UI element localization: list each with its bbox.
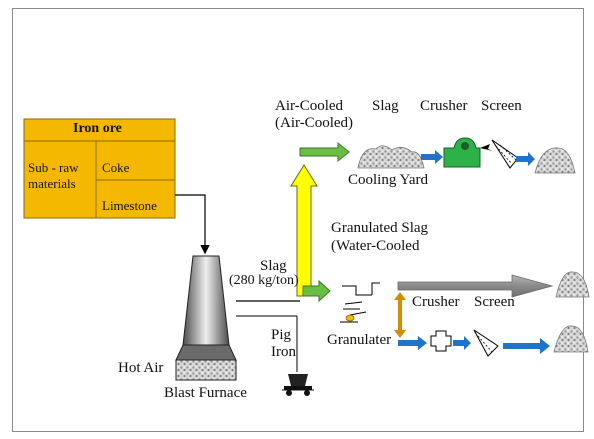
slag-rate-label: (280 kg/ton) [229, 273, 299, 288]
materials-label: materials [28, 176, 76, 191]
green-arrow-granulated [302, 279, 331, 303]
screen-icon [473, 329, 499, 357]
crusher-icon [430, 330, 452, 352]
crusher-icon [443, 137, 481, 168]
product-pile-icon [553, 325, 589, 353]
iron-label: Iron [271, 344, 296, 360]
water-cooled-label: (Water-Cooled [331, 238, 420, 254]
feed-connector [175, 194, 210, 255]
blue-arrow-3 [398, 336, 427, 350]
air-cooled-paren-label: (Air-Cooled) [275, 115, 354, 131]
blue-arrow-4 [453, 336, 471, 350]
crusher-bottom-label: Crusher [412, 294, 460, 310]
product-pile-icon [555, 271, 590, 298]
blast-furnace-icon [175, 255, 237, 381]
sub-raw-label: Sub - raw [28, 160, 79, 175]
screen-icon [491, 139, 519, 169]
cooling-yard-label: Cooling Yard [348, 172, 429, 188]
crusher-top-label: Crusher [420, 98, 468, 114]
hot-air-label: Hot Air [118, 360, 164, 376]
grey-arrow [397, 274, 554, 298]
orange-double-arrow [394, 292, 406, 338]
ladle-car-icon [282, 374, 314, 396]
slag-label: Slag [260, 258, 287, 274]
slag-top-label: Slag [372, 98, 399, 114]
blue-arrow-5 [503, 338, 550, 354]
crusher-output-arrow [480, 144, 493, 151]
granulater-label: Granulater [327, 332, 392, 348]
iron-ore-label: Iron ore [73, 121, 122, 136]
product-pile-icon [534, 147, 576, 174]
granulator-icon [340, 282, 380, 323]
blue-arrow-1 [421, 150, 443, 164]
slag-pile-icon [357, 145, 425, 169]
raw-materials-box [23, 118, 176, 219]
granulated-slag-label: Granulated Slag [331, 220, 429, 236]
screen-top-label: Screen [481, 98, 522, 114]
coke-label: Coke [102, 160, 130, 175]
yellow-up-arrow [290, 164, 318, 297]
screen-bottom-label: Screen [474, 294, 515, 310]
green-arrow-aircooled [299, 141, 350, 163]
pig-label: Pig [271, 327, 292, 343]
blast-furnace-label: Blast Furnace [164, 385, 247, 401]
air-cooled-label: Air-Cooled [275, 98, 344, 114]
limestone-label: Limestone [102, 198, 157, 213]
blue-arrow-2 [516, 152, 535, 166]
